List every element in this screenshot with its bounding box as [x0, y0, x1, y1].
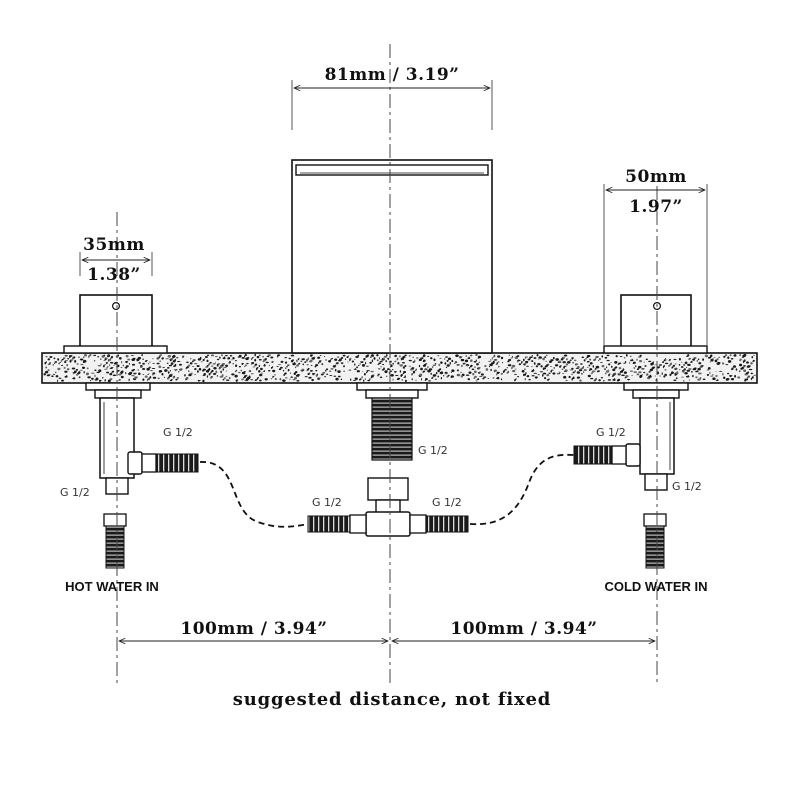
countertop	[41, 352, 758, 384]
footnote: suggested distance, not fixed	[233, 689, 551, 710]
spacing-dimension: 100mm / 3.94” 100mm / 3.94”	[119, 619, 655, 641]
fitting-label-center-top: G 1/2	[418, 444, 448, 457]
cold-water-in-label: COLD WATER IN	[604, 579, 707, 594]
hot-supply-connector	[103, 513, 127, 569]
spout-width-dimension: 81mm / 3.19”	[291, 65, 493, 130]
spout-width-label: 81mm / 3.19”	[325, 65, 460, 85]
cold-supply-connector	[643, 513, 667, 569]
fitting-label-tee-right: G 1/2	[432, 496, 462, 509]
fitting-label-right-bottom: G 1/2	[672, 480, 702, 493]
hose-left	[199, 461, 309, 528]
hose-right	[469, 453, 575, 526]
fitting-label-left-bottom: G 1/2	[60, 486, 90, 499]
right-valve-assembly	[573, 382, 689, 491]
fitting-label-tee-left: G 1/2	[312, 496, 342, 509]
right-handle-dimension: 50mm 1.97”	[603, 167, 708, 345]
fitting-label-left-side: G 1/2	[163, 426, 193, 439]
left-handle	[63, 294, 168, 354]
left-handle-in: 1.38”	[87, 265, 141, 285]
right-handle	[603, 294, 708, 354]
left-handle-dimension: 35mm 1.38”	[79, 235, 153, 285]
spout-shank	[356, 382, 428, 517]
left-valve-assembly	[85, 382, 199, 495]
spout	[291, 159, 493, 354]
left-handle-mm: 35mm	[83, 235, 145, 255]
right-handle-mm: 50mm	[625, 167, 687, 187]
spacing-left-label: 100mm / 3.94”	[180, 619, 327, 639]
hot-water-in-label: HOT WATER IN	[65, 579, 159, 594]
tee-fitting	[307, 511, 469, 537]
fitting-label-right-side: G 1/2	[596, 426, 626, 439]
right-handle-in: 1.97”	[629, 197, 683, 217]
spacing-right-label: 100mm / 3.94”	[450, 619, 597, 639]
